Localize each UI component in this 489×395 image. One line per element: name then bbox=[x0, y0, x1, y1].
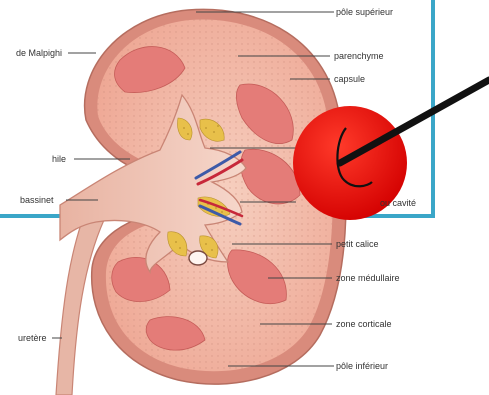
label-cavite: ou cavité bbox=[380, 198, 416, 208]
label-parenchyme: parenchyme bbox=[334, 51, 384, 61]
label-malpighi: de Malpighi bbox=[16, 48, 62, 58]
label-zone-corticale: zone corticale bbox=[336, 319, 392, 329]
label-pole-inferieur: pôle inférieur bbox=[336, 361, 388, 371]
label-capsule: capsule bbox=[334, 74, 365, 84]
label-bassinet: bassinet bbox=[20, 195, 54, 205]
label-hile: hile bbox=[52, 154, 66, 164]
label-uretere: uretère bbox=[18, 333, 47, 343]
label-zone-medullaire: zone médullaire bbox=[336, 273, 400, 283]
calyx-opening bbox=[189, 251, 207, 265]
label-pole-superieur: pôle supérieur bbox=[336, 7, 393, 17]
label-petit-calice: petit calice bbox=[336, 239, 379, 249]
